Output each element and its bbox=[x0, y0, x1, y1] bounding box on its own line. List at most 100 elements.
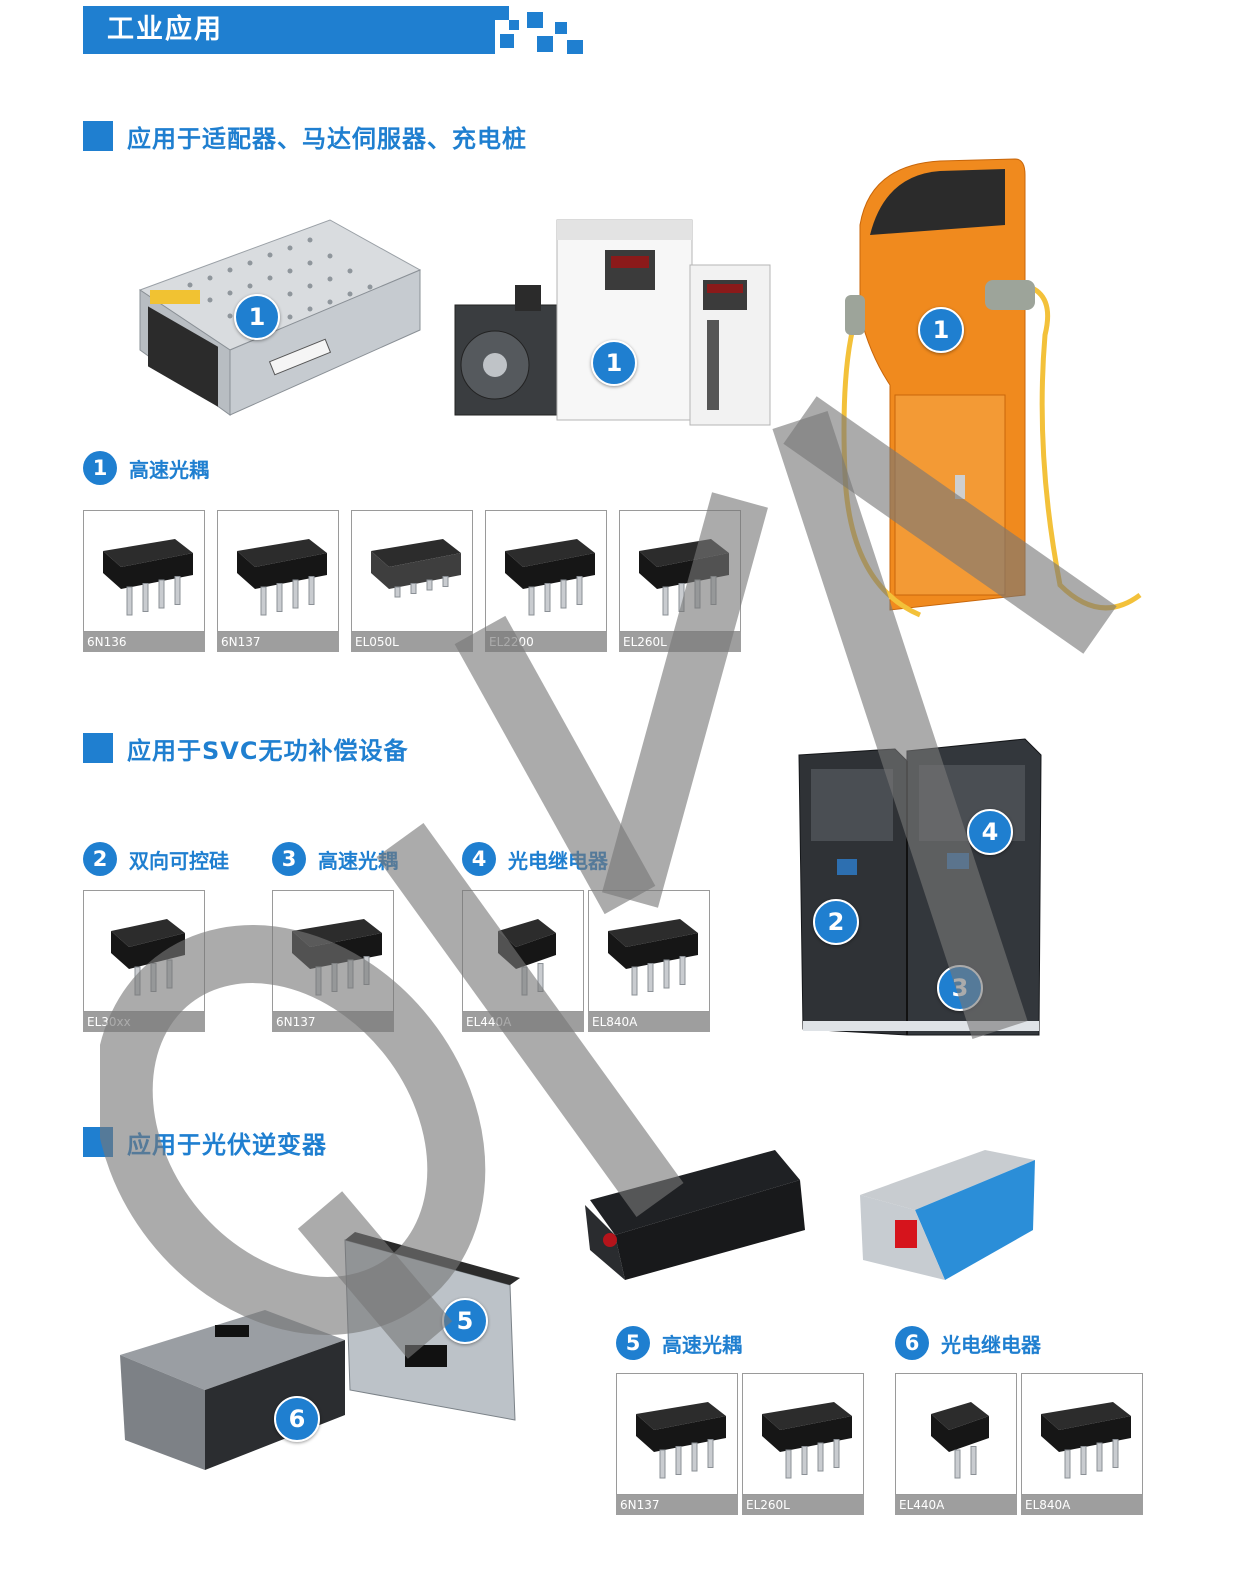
photo-number-badge: 1 bbox=[918, 307, 964, 353]
banner-pixel-decoration bbox=[495, 6, 509, 20]
chip-pin bbox=[694, 579, 701, 609]
chip-pin bbox=[710, 576, 717, 605]
chip-card: 6N137 bbox=[616, 1373, 738, 1515]
chip-card: EL440A bbox=[462, 890, 584, 1032]
dip8-chip-image bbox=[619, 510, 741, 632]
chip-card: EL260L bbox=[742, 1373, 864, 1515]
chip-pin bbox=[679, 956, 686, 985]
group-label-4: 4 光电继电器 bbox=[462, 841, 608, 877]
chip-pin bbox=[134, 966, 141, 996]
photo-number-badge: 1 bbox=[234, 294, 280, 340]
dip8-chip-image bbox=[588, 890, 710, 1012]
chip-pin bbox=[158, 579, 165, 609]
group-label-text: 高速光耦 bbox=[129, 457, 209, 482]
chip-pin bbox=[659, 1449, 666, 1479]
number-badge: 5 bbox=[616, 1326, 650, 1360]
chip-pin bbox=[1096, 1442, 1103, 1472]
chip-pin bbox=[521, 966, 528, 996]
group-label-text: 光电继电器 bbox=[508, 848, 608, 873]
servo-image bbox=[454, 219, 771, 426]
group-label-1: 1 高速光耦 bbox=[83, 450, 209, 486]
chip-pin bbox=[631, 966, 638, 996]
section-heading-svc: 应用于SVC无功补偿设备 bbox=[83, 730, 408, 766]
chip-pin bbox=[292, 579, 299, 609]
heading-square-icon bbox=[83, 121, 113, 151]
chip-illustration bbox=[371, 539, 461, 598]
chip-pin bbox=[954, 1449, 961, 1479]
chip-part-number: 6N137 bbox=[217, 632, 339, 652]
page-title-banner: 工业应用 bbox=[83, 6, 495, 54]
power-supply-image bbox=[138, 219, 422, 416]
chip-illustration bbox=[762, 1402, 852, 1479]
group-label-text: 双向可控硅 bbox=[129, 848, 229, 873]
chip-pin bbox=[647, 963, 654, 992]
chip-card: EL260L bbox=[619, 510, 741, 652]
banner-pixel-decoration bbox=[509, 20, 519, 30]
chip-illustration bbox=[931, 1402, 989, 1479]
chip-pin bbox=[544, 583, 551, 612]
dip8-chip-image bbox=[272, 890, 394, 1012]
photo-number-badge: 1 bbox=[591, 340, 637, 386]
chip-part-number: EL440A bbox=[462, 1012, 584, 1032]
chip-pin bbox=[174, 576, 181, 605]
chip-illustration bbox=[1041, 1402, 1131, 1479]
chip-part-number: EL440A bbox=[895, 1495, 1017, 1515]
chip-pin bbox=[576, 576, 583, 605]
photo-number-badge: 2 bbox=[813, 899, 859, 945]
banner-pixel-decoration bbox=[537, 36, 553, 52]
dip8-chip-image bbox=[616, 1373, 738, 1495]
chip-pin bbox=[707, 1439, 714, 1468]
chip-illustration bbox=[498, 919, 556, 996]
chip-pin bbox=[410, 583, 417, 594]
photo-number-badge: 5 bbox=[442, 1298, 488, 1344]
svc-cabinets-photo: 4 2 3 bbox=[795, 735, 1045, 1045]
chip-pin bbox=[678, 583, 685, 612]
section-heading-text: 应用于适配器、马达伺服器、充电桩 bbox=[127, 124, 527, 153]
dip4-chip-image bbox=[462, 890, 584, 1012]
group-label-6: 6 光电继电器 bbox=[895, 1325, 1041, 1361]
chip-card: 6N137 bbox=[272, 890, 394, 1032]
chip-part-number: EL260L bbox=[619, 632, 741, 652]
chip-illustration bbox=[608, 919, 698, 996]
switching-power-supply-photo: 1 bbox=[130, 210, 425, 420]
dip8-chip-image bbox=[742, 1373, 864, 1495]
number-badge: 1 bbox=[83, 451, 117, 485]
chip-part-number: EL2200 bbox=[485, 632, 607, 652]
chip-pin bbox=[537, 963, 544, 992]
dip8-chip-image bbox=[217, 510, 339, 632]
chip-pin bbox=[785, 1449, 792, 1479]
chip-pin bbox=[394, 586, 401, 598]
chip-illustration bbox=[639, 539, 729, 616]
chip-part-number: 6N137 bbox=[616, 1495, 738, 1515]
chip-illustration bbox=[103, 539, 193, 616]
chip-pin bbox=[560, 579, 567, 609]
chip-illustration bbox=[237, 539, 327, 616]
chip-card: 6N137 bbox=[217, 510, 339, 652]
banner-pixel-decoration bbox=[555, 22, 567, 34]
chip-pin bbox=[528, 586, 535, 616]
chip-pin bbox=[347, 959, 354, 989]
chip-illustration bbox=[292, 919, 382, 996]
chip-pin bbox=[817, 1442, 824, 1472]
smd8-chip-image bbox=[351, 510, 473, 632]
chip-pin bbox=[1080, 1446, 1087, 1475]
chip-illustration bbox=[636, 1402, 726, 1479]
chip-card: EL2200 bbox=[485, 510, 607, 652]
dip8-chip-image bbox=[83, 510, 205, 632]
section-heading-text: 应用于SVC无功补偿设备 bbox=[127, 736, 409, 765]
chip-pin bbox=[166, 959, 173, 989]
chip-part-number: EL840A bbox=[1021, 1495, 1143, 1515]
chip-card: EL30xx bbox=[83, 890, 205, 1032]
chip-pin bbox=[1112, 1439, 1119, 1468]
ev-charger-image bbox=[841, 158, 1142, 618]
banner-pixel-decoration bbox=[567, 40, 583, 54]
chip-pin bbox=[426, 579, 433, 591]
group-label-5: 5 高速光耦 bbox=[616, 1325, 742, 1361]
chip-card: EL840A bbox=[588, 890, 710, 1032]
chip-pin bbox=[260, 586, 267, 616]
number-badge: 2 bbox=[83, 842, 117, 876]
dip4-chip-image bbox=[895, 1373, 1017, 1495]
chip-part-number: EL840A bbox=[588, 1012, 710, 1032]
dip6-chip-image bbox=[83, 890, 205, 1012]
chip-part-number: EL30xx bbox=[83, 1012, 205, 1032]
